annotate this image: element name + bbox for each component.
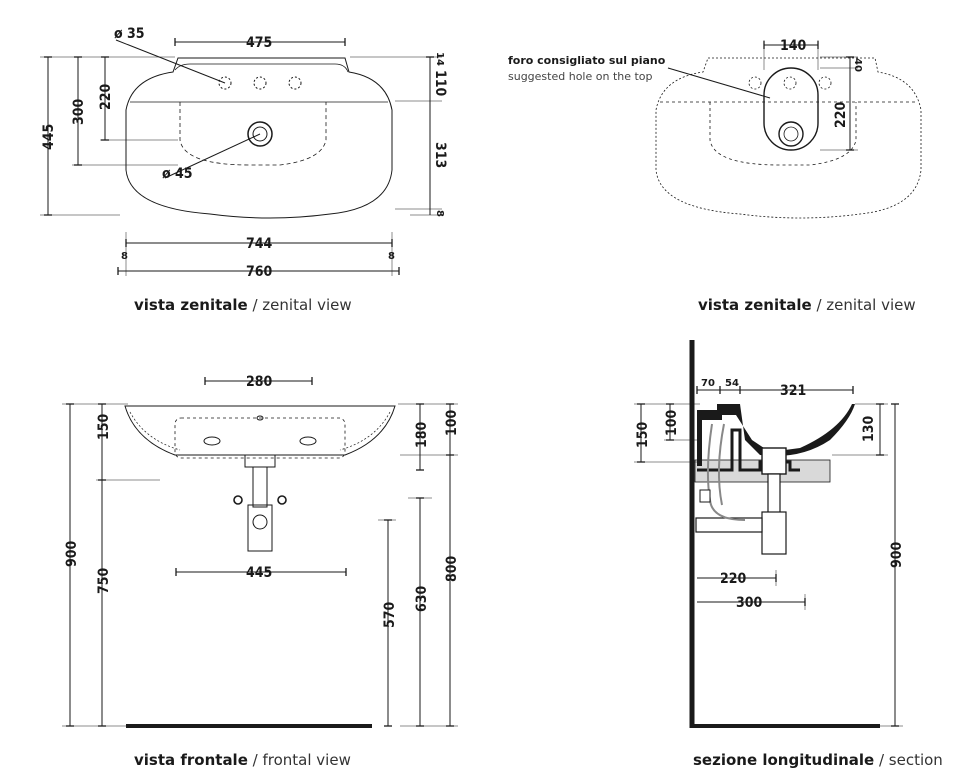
- dim-313: 313: [432, 142, 448, 168]
- dim-drain-45: ø 45: [162, 166, 193, 182]
- zenital-hole-view-basin: [655, 57, 922, 219]
- dim-150-section: 150: [635, 421, 651, 448]
- dim-180: 180: [414, 421, 430, 448]
- dim-width-475: 475: [246, 35, 272, 51]
- dim-220-section: 220: [720, 571, 747, 587]
- zenital-view-basin: [125, 57, 393, 219]
- caption-zenital-hole-view: vista zenitale / zenital view: [698, 296, 916, 314]
- dim-70: 70: [701, 378, 715, 389]
- frontal-view-dimensions: [62, 377, 458, 727]
- dim-130: 130: [861, 415, 877, 442]
- dim-8-left: 8: [121, 251, 128, 262]
- dim-150: 150: [96, 413, 112, 440]
- dim-220-hole: 220: [833, 101, 849, 128]
- frontal-view-labels: 280 150 180 100 900 750 445 570 630 800: [64, 374, 460, 628]
- frontal-view-basin: [124, 405, 396, 552]
- dim-8-right: 8: [434, 210, 445, 217]
- dim-140: 140: [780, 38, 807, 54]
- dim-40: 40: [852, 58, 863, 72]
- dim-445-frontal: 445: [246, 565, 272, 581]
- dim-8-right-bottom: 8: [388, 251, 395, 262]
- dim-100-section: 100: [664, 409, 680, 436]
- dim-900-section: 900: [889, 541, 905, 568]
- caption-frontal-view: vista frontale / frontal view: [134, 751, 351, 769]
- dim-300-section: 300: [736, 595, 763, 611]
- dim-900: 900: [64, 540, 80, 567]
- section-view: [689, 340, 880, 728]
- dim-220: 220: [98, 83, 114, 110]
- zenital-view-labels: ø 35 475 14 220 300 445 110 313 8 ø 45 7…: [41, 26, 448, 280]
- caption-zenital-view: vista zenitale / zenital view: [134, 296, 352, 314]
- zenital-hole-view-dimensions: [667, 40, 858, 151]
- dim-630: 630: [414, 585, 430, 612]
- dim-800: 800: [444, 555, 460, 582]
- dim-14: 14: [434, 52, 445, 66]
- dim-445: 445: [41, 124, 57, 150]
- caption-section-view: sezione longitudinale / section: [693, 751, 943, 769]
- section-view-dimensions: [634, 386, 903, 727]
- dim-300: 300: [71, 98, 87, 125]
- dim-110: 110: [432, 70, 448, 97]
- dim-750: 750: [96, 567, 112, 594]
- dim-54: 54: [725, 378, 739, 389]
- dim-hole-35: ø 35: [114, 26, 145, 42]
- zenital-hole-view-labels: foro consigliato sul piano suggested hol…: [508, 38, 863, 128]
- dim-760: 760: [246, 264, 273, 280]
- dim-321: 321: [780, 383, 806, 399]
- dim-570: 570: [382, 601, 398, 628]
- note-hole-italian: foro consigliato sul piano: [508, 54, 666, 67]
- dim-744: 744: [246, 236, 273, 252]
- dim-100: 100: [444, 409, 460, 436]
- section-view-labels: 70 54 321 150 100 130 900 220 300: [635, 378, 905, 611]
- zenital-view-dimensions: [40, 38, 442, 276]
- note-hole-english: suggested hole on the top: [508, 70, 653, 83]
- dim-280: 280: [246, 374, 273, 390]
